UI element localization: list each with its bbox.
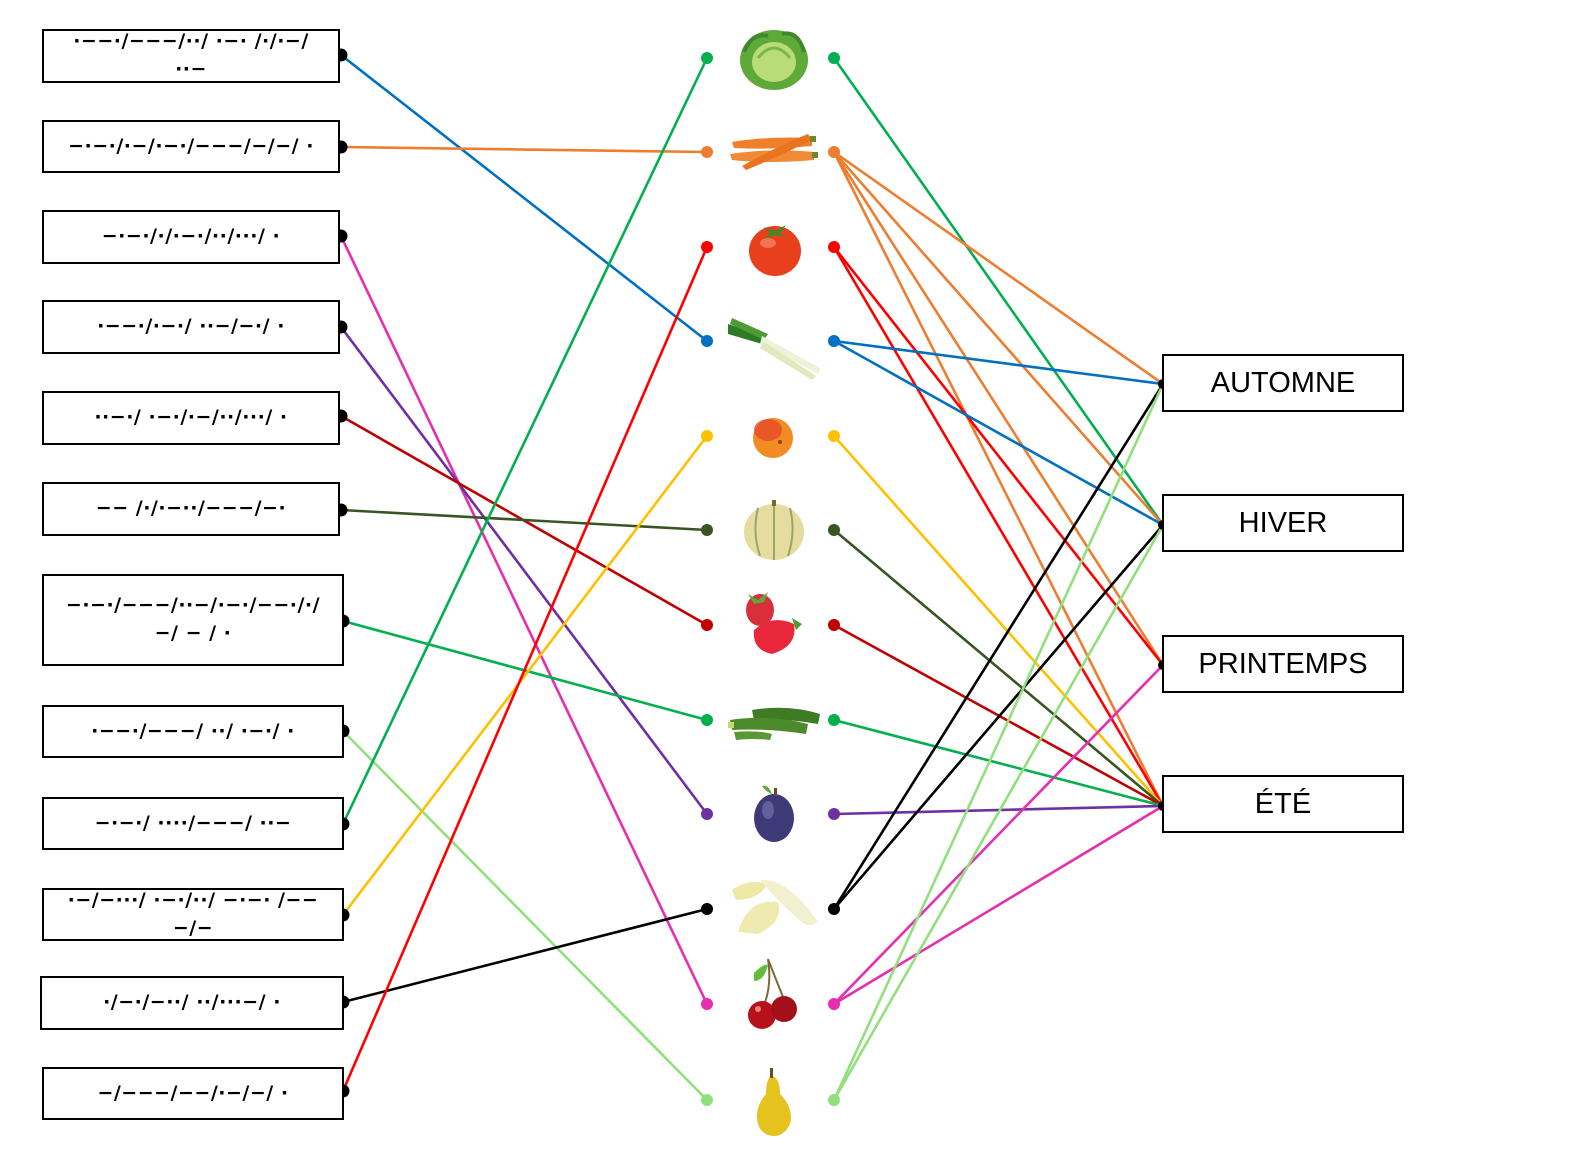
produce-left-connector-dot[interactable] <box>701 619 713 631</box>
produce-to-season-line <box>833 339 1164 527</box>
word-to-produce-line <box>339 326 709 815</box>
leek-image <box>728 310 820 390</box>
produce-left-connector-dot[interactable] <box>701 1094 713 1106</box>
produce-to-season-line <box>832 383 1165 910</box>
morse-word-box-10[interactable]: ·−/−···/ ·−·/··/ −·−· /−−−/− <box>42 888 344 941</box>
word-to-produce-line <box>341 246 709 1092</box>
produce-to-season-line <box>832 383 1165 1101</box>
produce-left-connector-dot[interactable] <box>701 52 713 64</box>
season-box-summer[interactable]: ÉTÉ <box>1162 775 1404 833</box>
produce-to-season-line <box>833 151 1164 526</box>
produce-to-season-line <box>832 246 1165 807</box>
produce-right-connector-dot[interactable] <box>828 1094 840 1106</box>
produce-to-season-line <box>833 435 1164 807</box>
produce-to-season-line <box>832 246 1165 666</box>
produce-right-connector-dot[interactable] <box>828 619 840 631</box>
produce-to-season-line <box>832 151 1165 807</box>
strawberry-icon <box>746 592 802 654</box>
morse-word-box-2[interactable]: −·−·/·−/·−·/−−−/−/−/ · <box>42 120 340 173</box>
zucchini-icon <box>728 707 820 740</box>
endive-icon <box>732 879 818 934</box>
produce-left-connector-dot[interactable] <box>701 714 713 726</box>
produce-right-connector-dot[interactable] <box>828 430 840 442</box>
morse-word-box-12[interactable]: −/−−−/−−/·−/−/ · <box>42 1067 344 1120</box>
morse-word-box-1[interactable]: ·−−·/−−−/··/ ·−· /·/·−/··− <box>42 29 340 83</box>
melon-icon <box>744 500 804 560</box>
produce-right-connector-dot[interactable] <box>828 998 840 1010</box>
season-box-winter[interactable]: HIVER <box>1162 494 1404 552</box>
produce-to-season-line <box>833 804 1164 1006</box>
produce-left-connector-dot[interactable] <box>701 241 713 253</box>
cherry-image <box>728 955 820 1035</box>
produce-to-season-line <box>833 339 1164 386</box>
produce-to-season-line <box>832 151 1165 666</box>
morse-word-box-8[interactable]: ·−−·/−−−/ ··/ ·−·/ · <box>42 705 344 758</box>
produce-to-season-line <box>832 57 1165 526</box>
tomato-icon <box>749 225 801 276</box>
season-box-spring[interactable]: PRINTEMPS <box>1162 635 1404 693</box>
morse-word-box-7[interactable]: −·−·/−−−/··−/·−·/−−·/·/−/ − / · <box>42 574 344 666</box>
produce-right-connector-dot[interactable] <box>828 241 840 253</box>
morse-word-box-9[interactable]: −·−·/ ····/−−−/ ··− <box>42 797 344 850</box>
carrot-image <box>728 110 820 190</box>
produce-left-connector-dot[interactable] <box>701 524 713 536</box>
produce-to-season-line <box>833 718 1164 808</box>
produce-left-connector-dot[interactable] <box>701 146 713 158</box>
word-to-produce-line <box>341 57 709 825</box>
produce-left-connector-dot[interactable] <box>701 430 713 442</box>
strawberry-image <box>728 584 820 664</box>
produce-left-connector-dot[interactable] <box>701 808 713 820</box>
produce-right-connector-dot[interactable] <box>828 903 840 915</box>
produce-to-season-line <box>833 150 1164 386</box>
melon-image <box>728 490 820 570</box>
word-to-produce-line <box>340 508 708 532</box>
produce-right-connector-dot[interactable] <box>828 146 840 158</box>
tomato-image <box>728 207 820 287</box>
carrot-icon <box>730 134 818 170</box>
word-to-produce-line <box>340 53 708 343</box>
cabbage-icon <box>740 30 808 90</box>
pear-image <box>728 1064 820 1144</box>
morse-word-box-5[interactable]: ··−·/ ·−·/·−/··/···/ · <box>42 391 340 445</box>
cabbage-image <box>728 18 820 98</box>
plum-image <box>728 776 820 856</box>
apricot-image <box>728 400 820 480</box>
cherry-icon <box>748 958 797 1029</box>
word-to-produce-line <box>339 235 709 1005</box>
produce-to-season-line <box>833 524 1164 910</box>
produce-right-connector-dot[interactable] <box>828 52 840 64</box>
season-box-autumn[interactable]: AUTOMNE <box>1162 354 1404 412</box>
pear-icon <box>757 1068 791 1136</box>
morse-word-box-6[interactable]: −− /·/·−··/−−−/−· <box>42 482 340 536</box>
morse-word-box-3[interactable]: −·−·/·/·−·/··/···/ · <box>42 210 340 264</box>
morse-word-box-4[interactable]: ·−−·/·−·/ ··−/−·/ · <box>42 300 340 354</box>
word-to-produce-line <box>340 145 708 154</box>
plum-icon <box>754 785 794 842</box>
word-to-produce-line <box>342 907 708 1004</box>
morse-word-box-11[interactable]: ·/−·/−··/ ··/···−/ · <box>40 976 344 1030</box>
zucchini-image <box>728 682 820 762</box>
produce-left-connector-dot[interactable] <box>701 903 713 915</box>
produce-right-connector-dot[interactable] <box>828 524 840 536</box>
produce-right-connector-dot[interactable] <box>828 335 840 347</box>
produce-to-season-line <box>833 529 1164 807</box>
word-to-produce-line <box>342 730 708 1101</box>
word-to-produce-line <box>341 435 709 916</box>
leek-icon <box>728 318 820 380</box>
produce-left-connector-dot[interactable] <box>701 335 713 347</box>
produce-to-season-line <box>832 524 1165 1101</box>
produce-left-connector-dot[interactable] <box>701 998 713 1010</box>
produce-right-connector-dot[interactable] <box>828 808 840 820</box>
endive-image <box>728 870 820 950</box>
apricot-icon <box>753 418 793 458</box>
produce-to-season-line <box>833 664 1164 1005</box>
produce-right-connector-dot[interactable] <box>828 714 840 726</box>
